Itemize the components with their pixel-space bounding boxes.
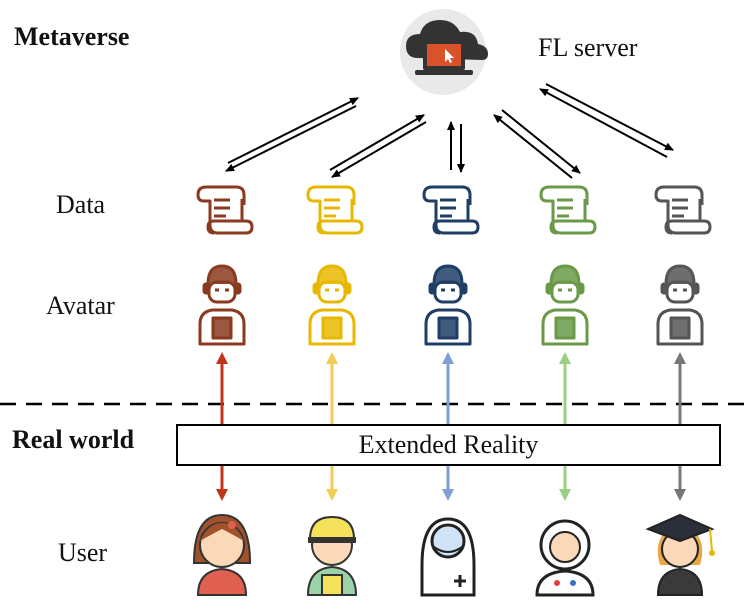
fl-server-label: FL server bbox=[538, 33, 638, 62]
client-3 bbox=[420, 185, 480, 597]
data-scroll-icon bbox=[306, 185, 364, 235]
clients-layer bbox=[192, 185, 715, 597]
data-scroll-icon bbox=[539, 185, 597, 235]
arrow-down-5 bbox=[545, 83, 674, 151]
child-user-icon bbox=[306, 515, 358, 596]
client-5 bbox=[645, 185, 715, 596]
avatar-icon bbox=[198, 264, 246, 346]
fl-arrows bbox=[225, 83, 674, 179]
astronaut-user-icon bbox=[535, 519, 595, 597]
data-scroll-icon bbox=[196, 185, 254, 235]
extended-reality-label: Extended Reality bbox=[358, 430, 539, 459]
medic-user-icon bbox=[420, 517, 476, 597]
graduate-user-icon bbox=[645, 513, 715, 596]
client-2 bbox=[306, 185, 364, 596]
data-scroll-icon bbox=[422, 185, 480, 235]
arrow-up-4 bbox=[493, 114, 573, 179]
data-scroll-icon bbox=[654, 185, 712, 235]
girl-user-icon bbox=[192, 513, 252, 596]
client-1 bbox=[192, 185, 254, 596]
metaverse-label: Metaverse bbox=[14, 22, 130, 51]
avatar-icon bbox=[541, 264, 589, 346]
data-row-label: Data bbox=[56, 190, 106, 219]
real-world-label: Real world bbox=[12, 425, 135, 454]
avatar-icon bbox=[656, 264, 704, 346]
avatar-icon bbox=[308, 264, 356, 346]
fl-server-icon bbox=[400, 9, 488, 95]
avatar-icon bbox=[424, 264, 472, 346]
arrow-down-2 bbox=[331, 121, 427, 178]
client-4 bbox=[535, 185, 597, 597]
arrow-down-1 bbox=[225, 105, 357, 172]
user-row-label: User bbox=[58, 538, 108, 567]
arrow-up-5 bbox=[539, 88, 668, 158]
extended-reality-box: Extended Reality bbox=[176, 424, 721, 466]
arrow-up-2 bbox=[329, 114, 425, 171]
arrow-up-1 bbox=[227, 97, 359, 164]
arrow-down-4 bbox=[501, 109, 581, 174]
avatar-row-label: Avatar bbox=[46, 291, 115, 320]
